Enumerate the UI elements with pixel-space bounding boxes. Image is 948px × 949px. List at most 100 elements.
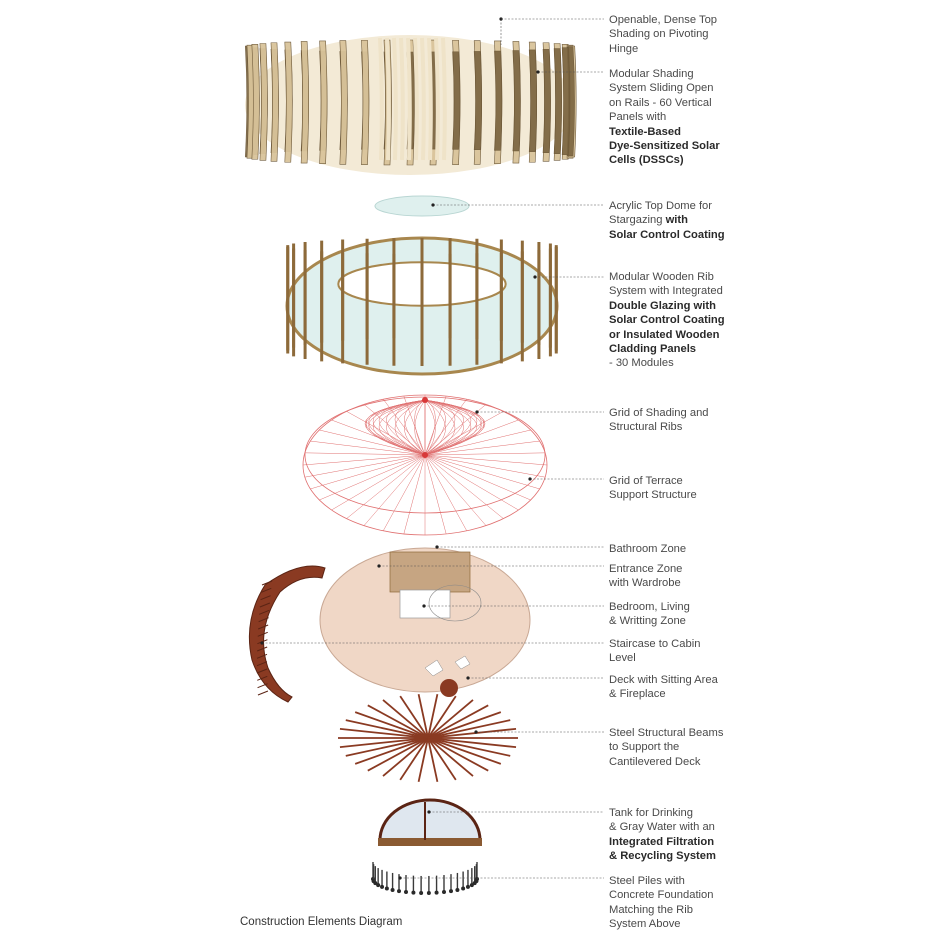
terrace-grid-spoke: [424, 411, 504, 456]
steel-beam: [367, 737, 429, 772]
grid-top-center: [422, 397, 428, 403]
canopy-center-panel: [427, 37, 433, 161]
bed: [399, 589, 451, 619]
label-line: System Above: [609, 918, 681, 931]
stair-step: [257, 690, 269, 696]
stair-step: [260, 595, 271, 601]
canopy-center-panel: [378, 37, 384, 161]
steel-beam: [427, 737, 457, 781]
rib-grid-line: [424, 399, 446, 456]
leader-dot: [431, 203, 435, 207]
steel-piles: [371, 862, 479, 895]
leader-lines: [260, 17, 604, 880]
stair-step: [259, 609, 270, 615]
leader-dot: [398, 876, 402, 880]
label-line: & Gray Water with an: [609, 821, 715, 834]
terrace-grid-spoke: [310, 440, 426, 456]
stair-step: [261, 580, 273, 586]
steel-beam: [399, 737, 429, 781]
terrace-grid-spoke: [383, 399, 426, 456]
label-line: Dye-Sensitized Solar: [609, 140, 720, 153]
rib-grid-line: [424, 399, 464, 456]
rib-grid-line: [424, 399, 456, 456]
canopy-panel: [494, 50, 503, 151]
terrace-grid-spoke: [331, 419, 426, 456]
leader-dot: [422, 604, 426, 608]
shading-canopy: [244, 35, 577, 175]
steel-beam: [382, 737, 429, 777]
label-line: Integrated Filtration: [609, 835, 715, 848]
concrete-foundation: [465, 884, 470, 889]
label-line: & Recycling System: [609, 850, 716, 863]
canopy-panel: [452, 51, 461, 150]
concrete-foundation: [397, 889, 401, 894]
terrace-grid-spoke: [424, 454, 531, 501]
steel-beam: [339, 737, 429, 749]
steel-beam: [427, 737, 517, 749]
label-line: Cells (DSSCs): [609, 154, 684, 167]
canopy-center-panel: [392, 37, 398, 161]
label-line: Modular Wooden Rib: [609, 271, 714, 283]
stair-step: [257, 631, 268, 637]
canopy-panel: [300, 41, 309, 164]
steel-beam: [367, 704, 429, 739]
label-line: Solar Control Coating: [609, 228, 725, 241]
stair-step: [256, 668, 268, 674]
staircase-steps: [256, 580, 273, 696]
steel-beam: [427, 737, 489, 772]
label-line: Tank for Drinking: [609, 807, 693, 819]
water-tank: [378, 798, 482, 846]
living-circle: [428, 584, 482, 622]
canopy-center-panel: [441, 37, 447, 161]
canopy-panel: [561, 47, 570, 156]
label-line: - 30 Modules: [609, 357, 674, 370]
stair-step: [257, 683, 268, 689]
stair-step: [259, 602, 271, 608]
acrylic-dome: [374, 195, 470, 217]
label-line: Staircase to Cabin: [609, 638, 701, 650]
leader-dot: [475, 410, 479, 414]
label-line: Double Glazing with: [609, 299, 716, 312]
curved-staircase: [248, 565, 326, 703]
steel-beam: [427, 699, 474, 739]
concrete-foundation: [469, 883, 474, 888]
terrace-grid-spoke: [424, 454, 504, 519]
label-line: Openable, Dense Top: [609, 14, 718, 26]
deck-chair: [424, 659, 444, 677]
label-line: Steel Structural Beams: [609, 727, 724, 739]
deck-platform: [319, 547, 531, 697]
label-line: Grid of Terrace: [609, 475, 683, 487]
steel-beam: [427, 719, 511, 739]
label-line: Shading on Pivoting: [609, 28, 709, 41]
concrete-foundation: [461, 886, 466, 891]
terrace-grid-spoke: [302, 454, 426, 466]
canopy-panel: [542, 48, 551, 153]
label-line: Hinge: [609, 42, 639, 55]
terrace-grid-spoke: [346, 454, 426, 519]
steel-beam: [427, 737, 474, 777]
label-line: Solar Control Coating: [609, 314, 725, 327]
steel-beam: [345, 719, 429, 739]
rib-grid-line: [404, 399, 426, 456]
rib-grid-line: [394, 399, 426, 456]
terrace-grid-spoke: [424, 419, 519, 456]
concrete-foundation: [434, 890, 439, 895]
concrete-foundation: [455, 887, 460, 892]
stair-step: [256, 653, 268, 659]
terrace-grid-spoke: [424, 454, 548, 466]
label-line: Cantilevered Deck: [609, 755, 701, 768]
steel-beam: [427, 737, 439, 782]
label-line: with Wardrobe: [609, 577, 681, 590]
grid-bottom-center: [422, 452, 428, 458]
terrace-grid-spoke: [424, 440, 540, 456]
leader-dot: [260, 641, 264, 645]
terrace-grid-spoke: [304, 452, 426, 456]
label-line: to Support the: [609, 741, 680, 754]
concrete-foundation: [373, 881, 378, 886]
